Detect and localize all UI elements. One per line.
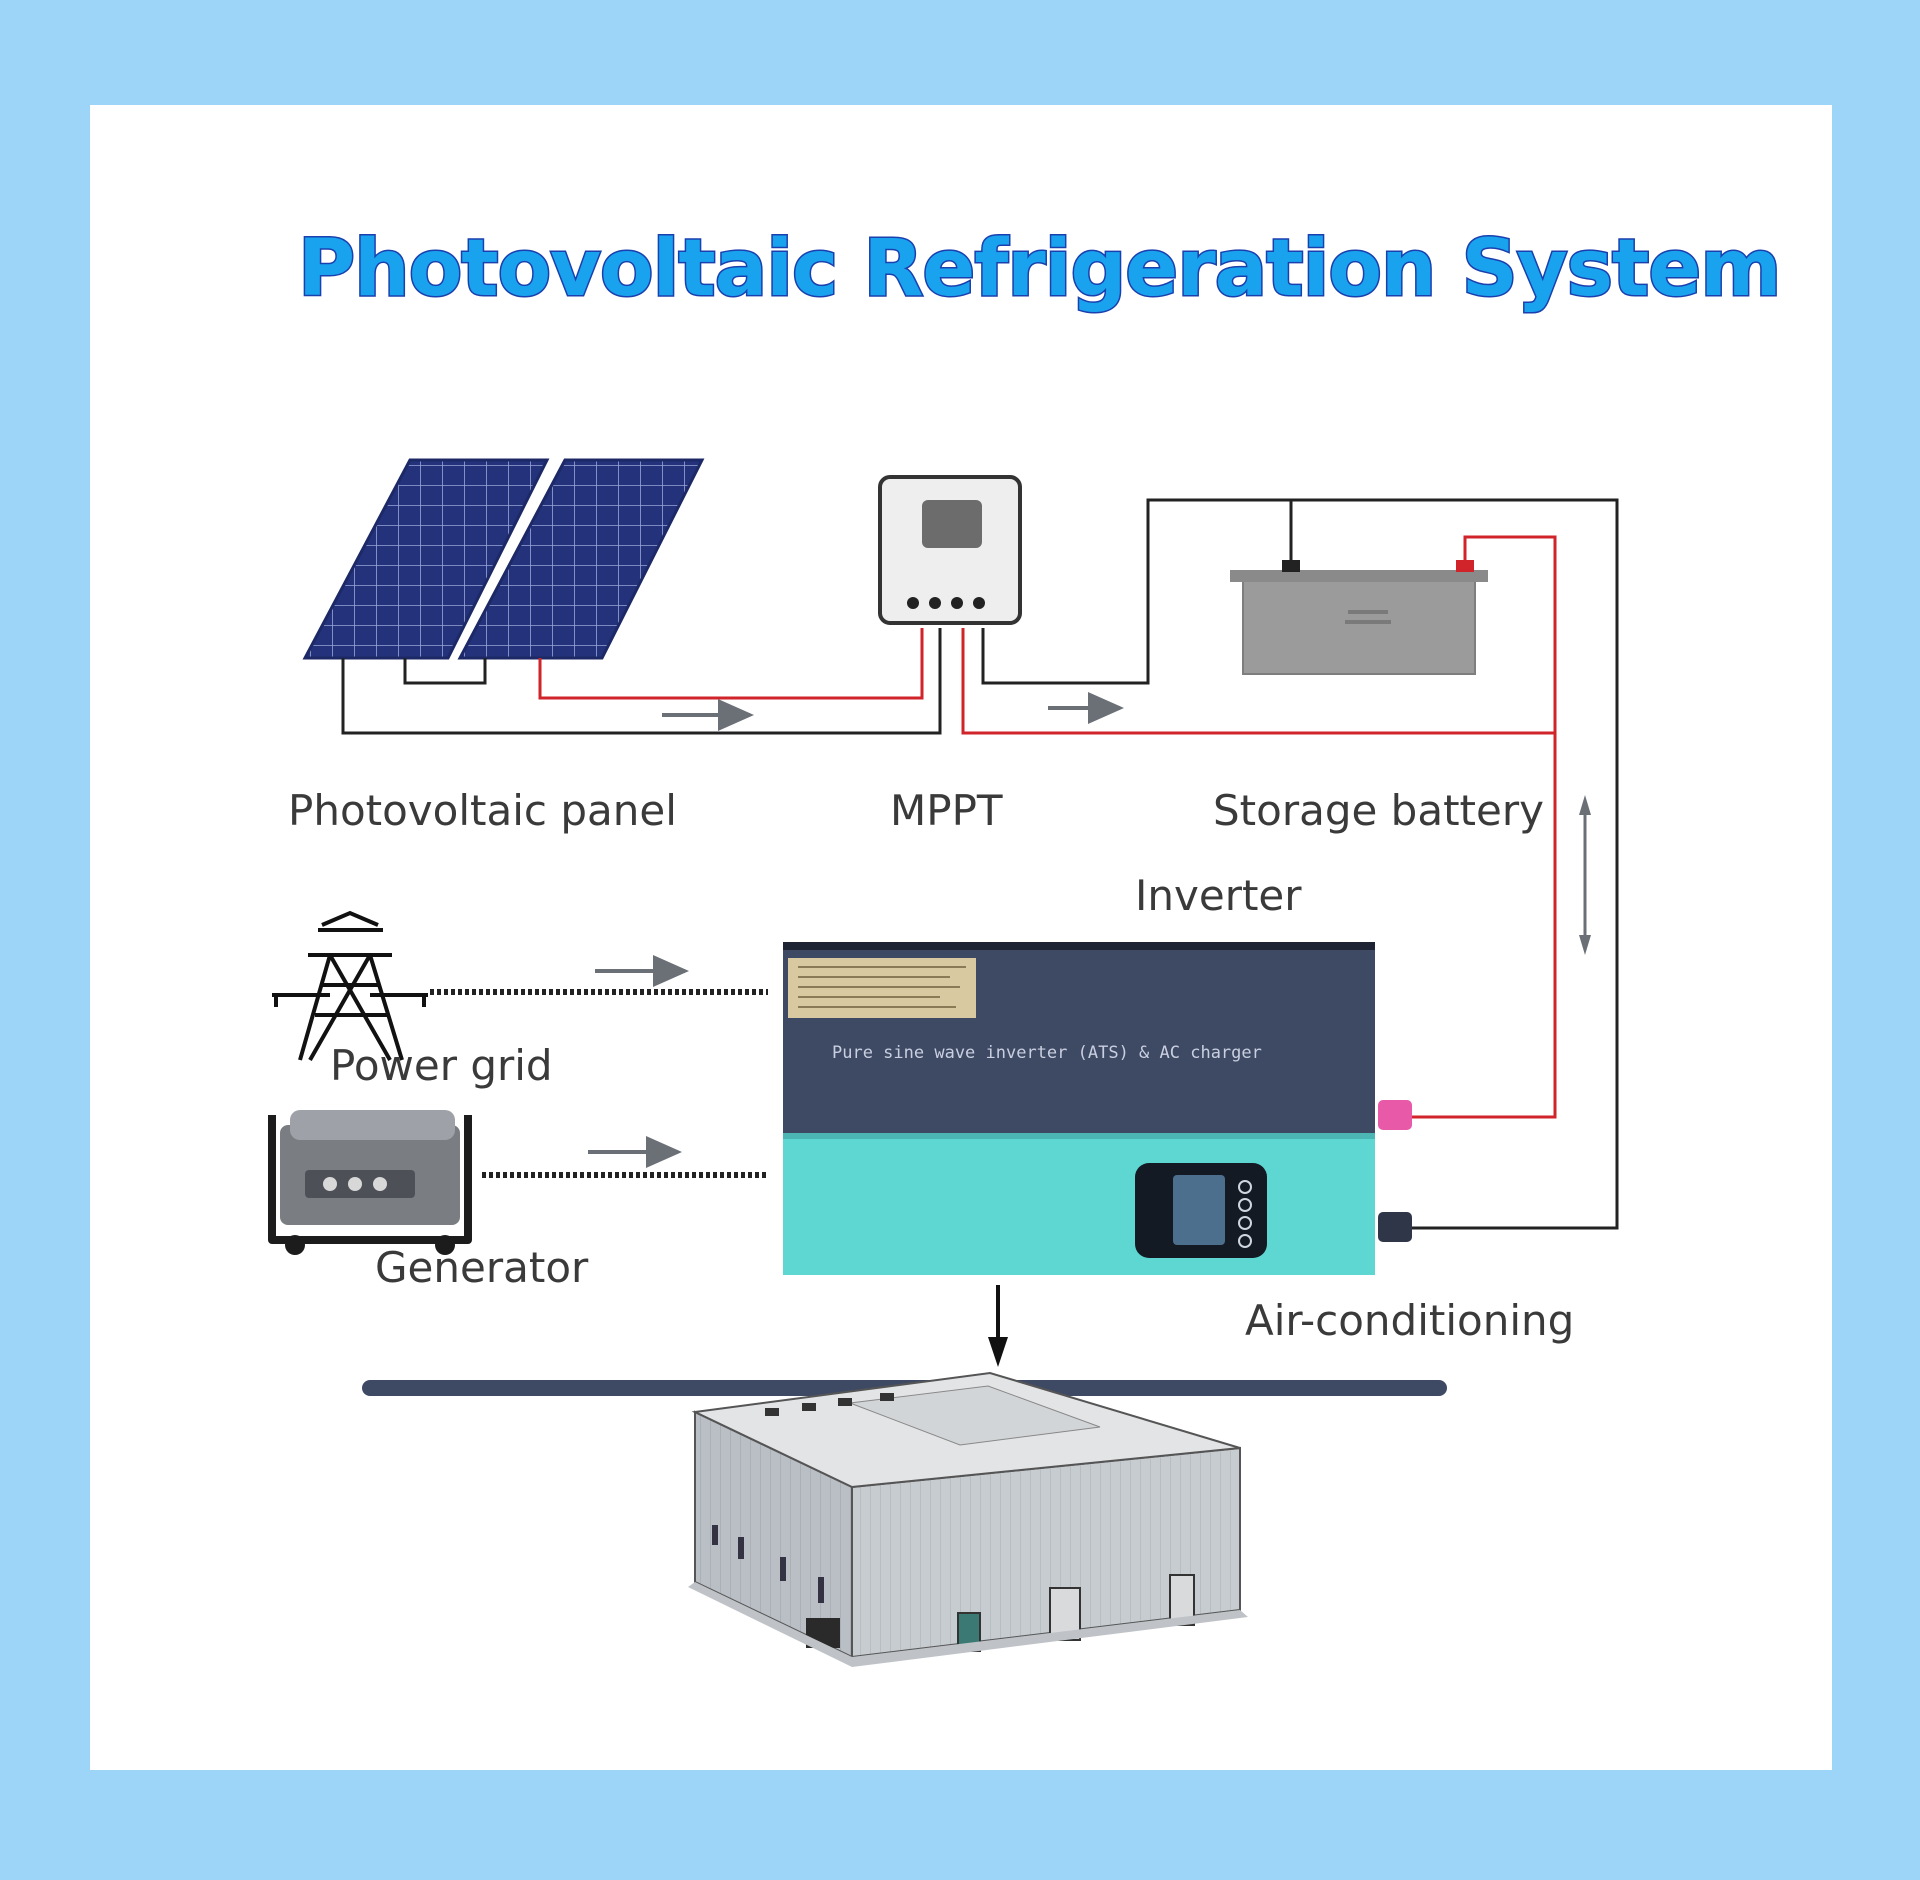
cold-storage-building-icon bbox=[688, 1371, 1248, 1667]
charge-controller-icon bbox=[878, 475, 1022, 625]
battery-negative-wire bbox=[981, 498, 1619, 1230]
pv-positive-wire bbox=[538, 628, 924, 700]
bidirectional-arrow bbox=[1579, 795, 1591, 955]
mppt-label: MPPT bbox=[890, 786, 1003, 835]
inverter-positive-wire bbox=[1412, 733, 1557, 1119]
inverter-face-text: Pure sine wave inverter (ATS) & AC charg… bbox=[832, 1043, 1262, 1063]
inverter-label: Inverter bbox=[1135, 871, 1302, 920]
generator-icon bbox=[268, 1110, 472, 1255]
battery-positive-wire bbox=[961, 535, 1557, 735]
storage-battery-label: Storage battery bbox=[1213, 786, 1544, 835]
pv-negative-wire bbox=[341, 628, 942, 735]
output-arrow-head bbox=[988, 1337, 1008, 1367]
power-grid-label: Power grid bbox=[330, 1041, 553, 1090]
air-conditioning-label: Air-conditioning bbox=[1245, 1296, 1574, 1345]
panel-link-wire bbox=[403, 658, 487, 685]
battery-icon bbox=[1230, 560, 1488, 675]
transmission-tower-icon bbox=[272, 910, 428, 1061]
generator-label: Generator bbox=[375, 1243, 589, 1292]
system-diagram: Photovoltaic Refrigeration System bbox=[268, 223, 1783, 1667]
diagram-card: Photovoltaic Refrigeration System bbox=[90, 105, 1832, 1770]
solar-panel-icon bbox=[302, 458, 705, 660]
pv-panel-label: Photovoltaic panel bbox=[288, 786, 677, 835]
inverter-icon: Pure sine wave inverter (ATS) & AC charg… bbox=[783, 942, 1412, 1275]
diagram-title: Photovoltaic Refrigeration System bbox=[298, 224, 1781, 314]
